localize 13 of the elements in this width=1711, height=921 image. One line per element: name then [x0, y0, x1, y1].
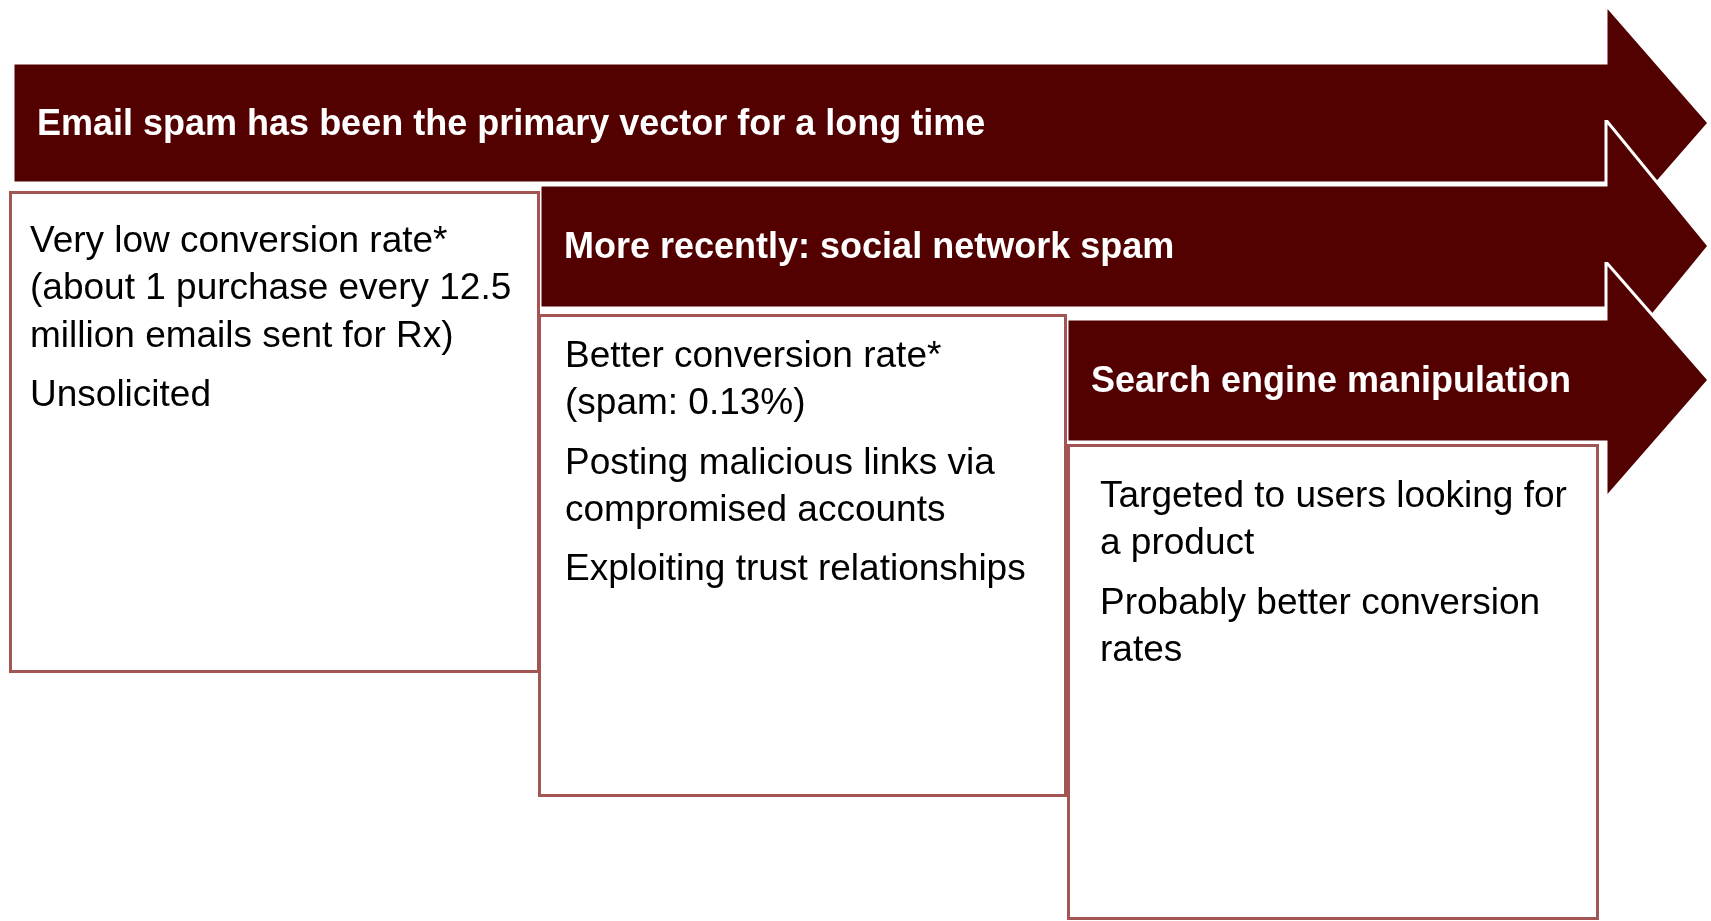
- point-text: Very low conversion rate* (about 1 purchase every 12.5 million emails sent for Rx): [30, 218, 513, 357]
- arrow-heading: Search engine manipulation: [1091, 358, 1573, 403]
- content-box: [1067, 444, 1599, 920]
- point-text: Posting malicious links via compromised accounts: [565, 439, 996, 532]
- arrow-heading: More recently: social network spam: [564, 224, 1176, 269]
- arrow-heading: Email spam has been the primary vector for a long time: [37, 100, 987, 145]
- content-box: [9, 191, 540, 673]
- point-text: Targeted to users looking for a product: [1100, 473, 1568, 565]
- content-box: [538, 314, 1067, 797]
- point-text: Better conversion rate* (spam: 0.13%): [565, 333, 943, 425]
- point-text: Unsolicited: [30, 372, 212, 417]
- point-text: Probably better conversion rates: [1100, 579, 1542, 672]
- point-text: Exploiting trust relationships: [565, 546, 1027, 591]
